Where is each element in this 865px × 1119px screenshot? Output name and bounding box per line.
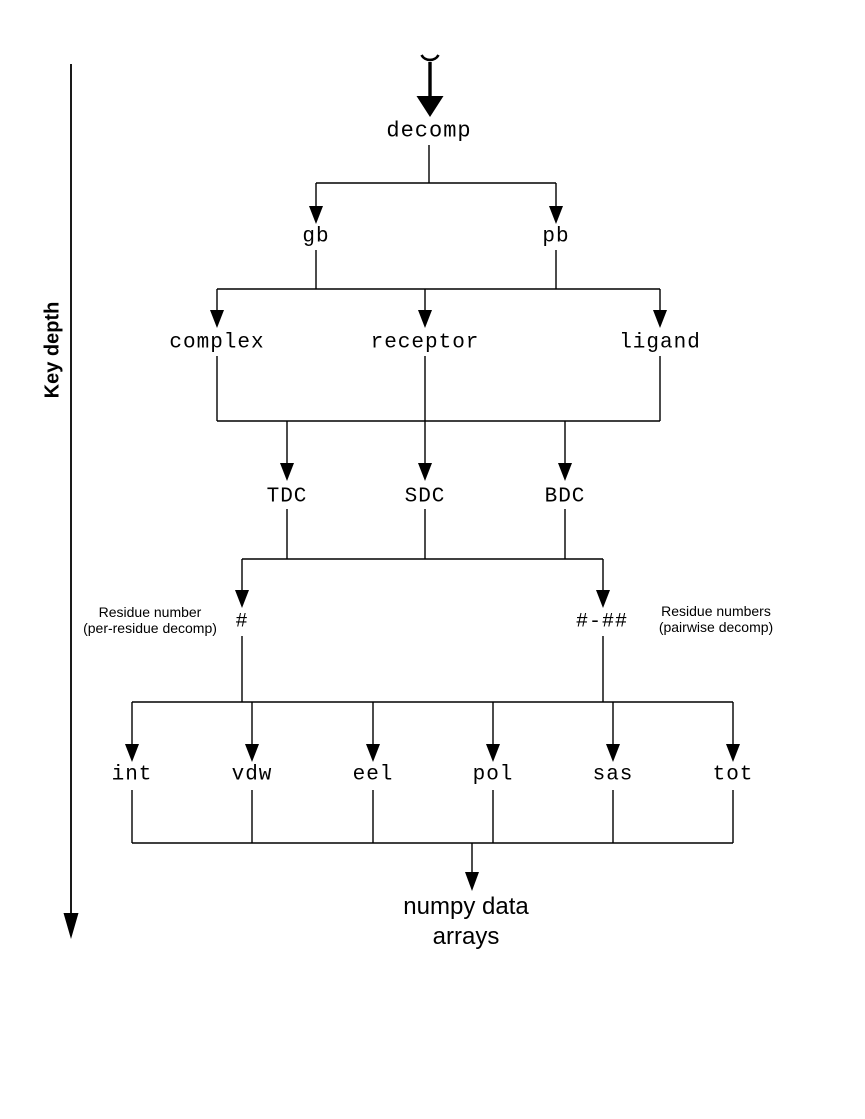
edges-to-tdc-sdc-bdc <box>216 356 661 481</box>
annotation-pairwise-line2: (pairwise decomp) <box>658 619 774 635</box>
node-sdc: SDC <box>404 485 446 509</box>
node-complex: complex <box>169 331 265 355</box>
node-eel: eel <box>352 763 394 787</box>
numpy-arrays-label: numpy data arrays <box>403 892 528 952</box>
node-bdc: BDC <box>544 485 586 509</box>
edges-to-numpy-arrays <box>131 790 734 891</box>
node-decomp: decomp <box>386 118 472 144</box>
key-depth-label: Key depth <box>41 301 64 399</box>
edges-to-energy-terms <box>125 636 740 762</box>
node-pol: pol <box>472 763 514 787</box>
entry-arrow <box>416 54 444 117</box>
key-depth-axis-arrow <box>63 64 79 939</box>
annotation-pairwise-line1: Residue numbers <box>661 603 771 619</box>
node-ligand: ligand <box>619 331 701 355</box>
node-residue-pair-key: #-## <box>575 610 629 634</box>
numpy-arrays-line1: numpy data <box>403 893 529 920</box>
node-vdw: vdw <box>231 763 273 787</box>
edges-to-complex-receptor-ligand <box>210 250 667 328</box>
annotation-per-residue-line2: (per-residue decomp) <box>83 620 217 636</box>
node-sas: sas <box>592 763 634 787</box>
node-gb: gb <box>302 225 330 249</box>
node-residue-number-key: # <box>235 610 249 634</box>
node-pb: pb <box>542 225 570 249</box>
node-tot: tot <box>712 763 754 787</box>
edges-root-to-gb-pb <box>309 145 563 224</box>
node-receptor: receptor <box>370 331 480 355</box>
numpy-arrays-line2: arrays <box>432 923 500 950</box>
node-int: int <box>111 763 153 787</box>
annotation-per-residue-line1: Residue number <box>98 604 202 620</box>
edges-to-residue-keys <box>235 509 610 608</box>
annotation-per-residue: Residue number (per-residue decomp) <box>83 604 217 636</box>
node-tdc: TDC <box>266 485 308 509</box>
annotation-pairwise: Residue numbers (pairwise decomp) <box>659 603 773 635</box>
